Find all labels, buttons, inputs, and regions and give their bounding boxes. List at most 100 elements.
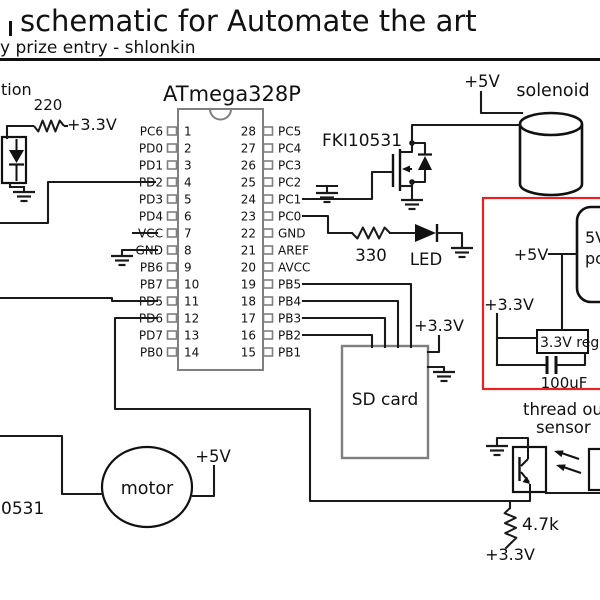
pin-pad-right-28 xyxy=(262,126,274,136)
wire xyxy=(301,214,354,235)
pin-number-12: 12 xyxy=(184,312,199,326)
wire xyxy=(191,464,216,498)
sd-card-label: SD card xyxy=(352,390,419,410)
pin-label-PC1: PC1 xyxy=(278,193,301,207)
pin-number-10: 10 xyxy=(184,278,199,292)
pin-pad-left-6 xyxy=(166,211,178,221)
pin-number-13: 13 xyxy=(184,329,199,343)
pin-pad-right-27 xyxy=(262,143,274,153)
wire xyxy=(0,296,159,303)
pin-label-PB7: PB7 xyxy=(140,278,163,292)
v33-label-photo: +3.3V xyxy=(67,115,117,134)
r220-label: 220 xyxy=(34,96,63,114)
pin-label-PB2: PB2 xyxy=(278,329,301,343)
pin-pad-left-12 xyxy=(166,313,178,323)
mosfet-label-partial: 0531 xyxy=(1,499,44,519)
sensor-label-line1: thread out xyxy=(523,400,600,419)
pin-number-15: 15 xyxy=(241,346,256,360)
ir-led-box xyxy=(587,447,600,492)
capacitor-label: 100uF xyxy=(541,374,588,392)
wire xyxy=(410,141,427,156)
pin-pad-right-15 xyxy=(262,347,274,357)
wire xyxy=(410,123,522,145)
pin-pad-right-18 xyxy=(262,296,274,306)
pin-label-AVCC: AVCC xyxy=(278,261,310,275)
pin-label-PB0: PB0 xyxy=(140,346,163,360)
pin-number-25: 25 xyxy=(241,176,256,190)
wire xyxy=(301,170,394,201)
motor-circle xyxy=(100,445,194,529)
resistor-330 xyxy=(351,226,391,240)
photo-sensor-box: tion 220 +3.3V xyxy=(0,80,117,185)
chip-name: ATmega328P xyxy=(163,82,301,106)
v5-label-power: +5V xyxy=(514,245,549,264)
pin-pad-left-2 xyxy=(166,143,178,153)
wire xyxy=(301,333,374,349)
pin-pad-right-23 xyxy=(262,211,274,221)
mosfet-arrow xyxy=(402,165,410,173)
pin-label-PB6: PB6 xyxy=(140,261,163,275)
pin-number-23: 23 xyxy=(241,210,256,224)
wire xyxy=(410,168,427,184)
wire xyxy=(301,282,413,349)
page-subtitle: y prize entry - shlonkin xyxy=(0,38,196,58)
r47k-label: 4.7k xyxy=(522,515,559,535)
pin-number-22: 22 xyxy=(241,227,256,241)
motor-label: motor xyxy=(121,479,174,499)
v33-label-sensor: +3.3V xyxy=(485,545,535,564)
wire xyxy=(0,180,157,225)
mosfet-label: FKI10531 xyxy=(322,131,402,151)
pin-pad-right-21 xyxy=(262,245,274,255)
generated-parts xyxy=(5,119,518,544)
pin-label-PB1: PB1 xyxy=(278,346,301,360)
wire xyxy=(426,365,446,374)
pin-pad-left-4 xyxy=(166,177,178,187)
pin-label-PD1: PD1 xyxy=(139,159,163,173)
wire xyxy=(426,334,441,354)
pin-pad-left-8 xyxy=(166,245,178,255)
pin-number-19: 19 xyxy=(241,278,256,292)
pin-number-1: 1 xyxy=(184,125,192,139)
pin-pad-right-16 xyxy=(262,330,274,340)
pin-number-26: 26 xyxy=(241,159,256,173)
pt-emitter-arrowhead xyxy=(522,476,530,484)
power5v-line1: 5V xyxy=(585,228,600,247)
light-arrow-1-head xyxy=(554,450,564,458)
v33-label-sd: +3.3V xyxy=(414,316,464,335)
pin-label-PD7: PD7 xyxy=(139,329,163,343)
power5v-line2: po xyxy=(585,249,600,268)
pin-pad-right-19 xyxy=(262,279,274,289)
led-triangle xyxy=(415,224,436,242)
pin-pad-left-11 xyxy=(166,296,178,306)
sensor-label-line2: sensor xyxy=(536,418,591,437)
section-label-partial: tion xyxy=(1,80,32,99)
pin-label-PC5: PC5 xyxy=(278,125,301,139)
chip-notch xyxy=(209,108,232,121)
wire xyxy=(8,183,26,192)
pin-pad-left-7 xyxy=(166,228,178,238)
wire xyxy=(301,316,387,349)
header-divider xyxy=(0,58,600,61)
pin-number-7: 7 xyxy=(184,227,192,241)
pin-number-24: 24 xyxy=(241,193,256,207)
v5-label-motor: +5V xyxy=(195,447,231,466)
resistor-4k7 xyxy=(503,507,518,544)
wire xyxy=(0,434,104,496)
wires xyxy=(0,90,600,550)
motor: motor +5V 0531 xyxy=(1,445,232,529)
pin-number-4: 4 xyxy=(184,176,192,190)
title-cutoff-fragment xyxy=(9,21,12,36)
pin-label-PD3: PD3 xyxy=(139,193,163,207)
solenoid-top xyxy=(518,111,584,137)
pin-number-18: 18 xyxy=(241,295,256,309)
pin-number-9: 9 xyxy=(184,261,192,275)
wire xyxy=(398,141,414,154)
solenoid-label: solenoid xyxy=(516,81,589,101)
light-arrow-2-head xyxy=(556,464,566,472)
led-indicator: 330 LED xyxy=(355,224,442,269)
pin-label-PD4: PD4 xyxy=(139,210,163,224)
photodiode-triangle xyxy=(9,150,24,163)
